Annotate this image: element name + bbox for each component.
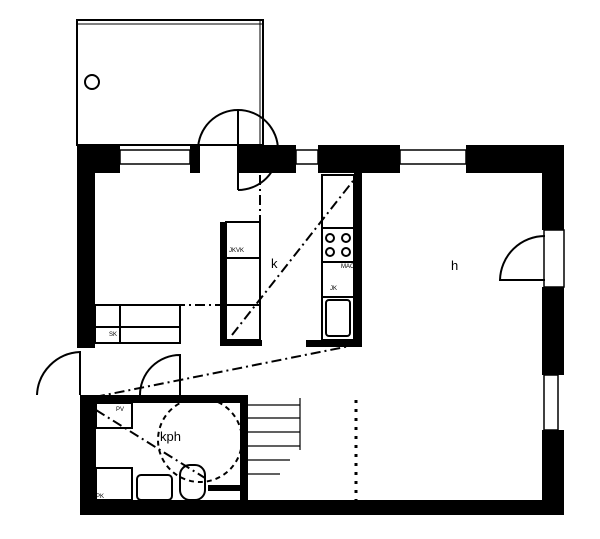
circulation-lines	[94, 171, 361, 479]
windows	[119, 149, 565, 431]
fixture-label-washing-machine: PV	[116, 407, 124, 413]
bathroom-fixtures	[95, 397, 243, 501]
fixture-label-dishwasher: MAO	[341, 264, 355, 270]
fixture-label-cleaning-cabinet: SK	[109, 332, 117, 338]
walls	[77, 145, 564, 515]
room-label-living: h	[451, 258, 458, 273]
fixture-label-fridge-freezer: JKVK	[229, 248, 244, 254]
stairs	[248, 398, 358, 500]
room-label-bathroom: kph	[160, 429, 181, 444]
fixture-label-cold-cabinet: JK	[330, 286, 337, 292]
fixture-label-laundry-cabinet: PK	[96, 494, 104, 500]
balcony	[76, 19, 264, 146]
room-label-kitchen: k	[271, 256, 278, 271]
